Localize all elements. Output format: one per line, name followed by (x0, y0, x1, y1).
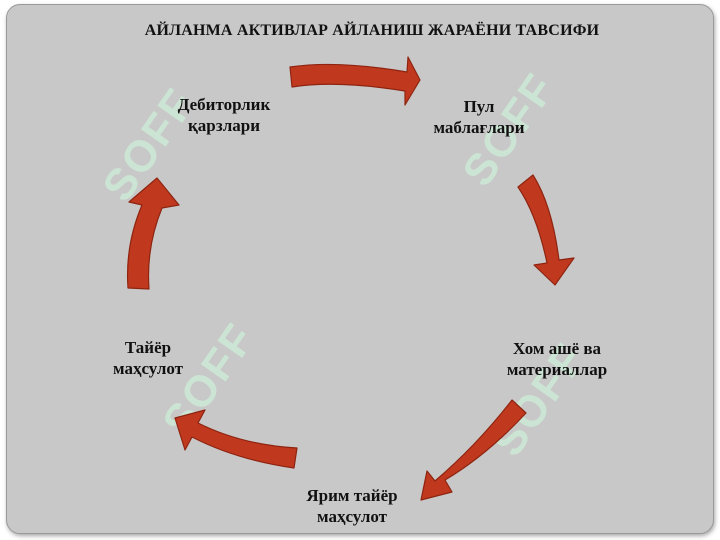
node-label-line: Ярим тайёр (306, 486, 398, 505)
node-materials: Хом ашё ва материаллар (487, 338, 627, 380)
node-label-line: қарзлари (187, 116, 261, 135)
arrow-wip-to-finished (174, 409, 298, 469)
node-label-line: материаллар (506, 360, 608, 379)
cycle-arrows (127, 56, 575, 501)
arrow-finished-to-receivables (127, 177, 180, 290)
node-label-line: Пул (463, 97, 495, 116)
arrow-materials-to-wip (420, 399, 527, 501)
slide: SOFF SOFF SOFF SOFF АЙЛАНМА АКТИВЛАР АЙЛ… (6, 4, 714, 534)
node-finished: Тайёр маҳсулот (93, 337, 203, 379)
arrow-receivables-to-cash (289, 56, 421, 106)
node-label-line: маҳсулот (316, 507, 388, 526)
node-label-line: Хом ашё ва (512, 339, 602, 358)
diagram-title: АЙЛАНМА АКТИВЛАР АЙЛАНИШ ЖАРАЁНИ ТАВСИФИ (144, 22, 600, 39)
node-wip: Ярим тайёр маҳсулот (287, 485, 417, 527)
node-label-line: маҳсулот (112, 359, 184, 378)
node-label-line: Дебиторлик (177, 95, 271, 114)
arrow-cash-to-materials (517, 174, 575, 286)
node-receivables: Дебиторлик қарзлари (159, 94, 289, 136)
node-label-line: Тайёр (124, 338, 172, 357)
node-cash: Пул маблағлари (415, 96, 543, 138)
node-label-line: маблағлари (433, 118, 525, 137)
